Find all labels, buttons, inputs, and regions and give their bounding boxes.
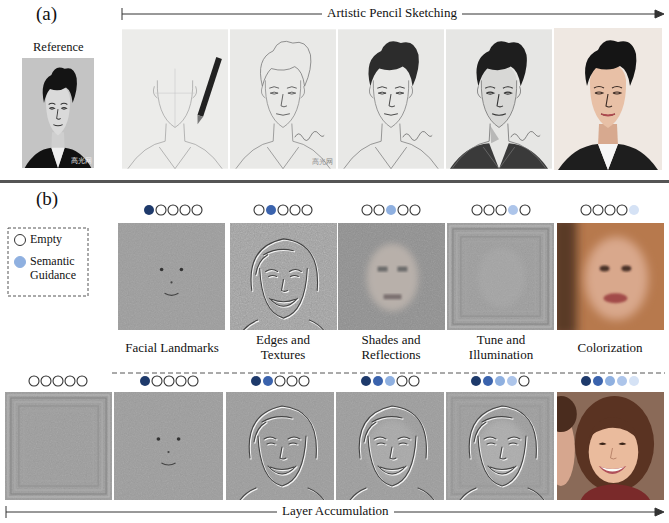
layer-panel [5, 392, 112, 500]
layer-panel [226, 392, 334, 501]
layer-panel [230, 223, 337, 333]
span-title: Layer Accumulation [277, 504, 394, 519]
layer-panel [118, 223, 225, 330]
panel-tag: (a) [36, 3, 57, 25]
layer-panel [336, 392, 444, 501]
layer-panel [545, 392, 664, 500]
stage-label: Shades and Reflections [349, 333, 433, 363]
sketch-stage-4 [446, 29, 552, 168]
layer-panel [551, 217, 664, 336]
watermark: 高光网 [71, 157, 92, 165]
layer-panel [338, 223, 445, 330]
legend-text: Empty [30, 233, 86, 247]
sketch-stage-3 [338, 29, 444, 168]
guidance-dots [29, 376, 639, 386]
watermark: 高光网 [312, 158, 333, 166]
layer-panel [446, 392, 554, 501]
row-divider [112, 373, 665, 374]
layer-panel [447, 223, 554, 330]
stage-label: Edges and Textures [241, 333, 325, 363]
panel-tag: (b) [36, 188, 58, 210]
legend-swatch [14, 234, 26, 246]
legend-swatch [14, 256, 26, 268]
image-label: Reference [33, 40, 84, 54]
layer-panel [114, 392, 223, 500]
guidance-dots [144, 205, 639, 215]
sketch-stage-2 [230, 29, 336, 168]
stage-label: Tune and Illumination [459, 333, 543, 363]
legend-text: Semantic Guidance [30, 255, 86, 283]
section-separator [0, 180, 669, 183]
stage-label: Facial Landmarks [116, 341, 228, 356]
legend-box [8, 228, 88, 296]
reference-photo [22, 58, 94, 168]
span-title: Artistic Pencil Sketching [322, 6, 462, 21]
stage-label: Colorization [560, 341, 660, 356]
sketch-stage-5 [554, 28, 662, 170]
sketch-stage-1 [122, 29, 228, 168]
